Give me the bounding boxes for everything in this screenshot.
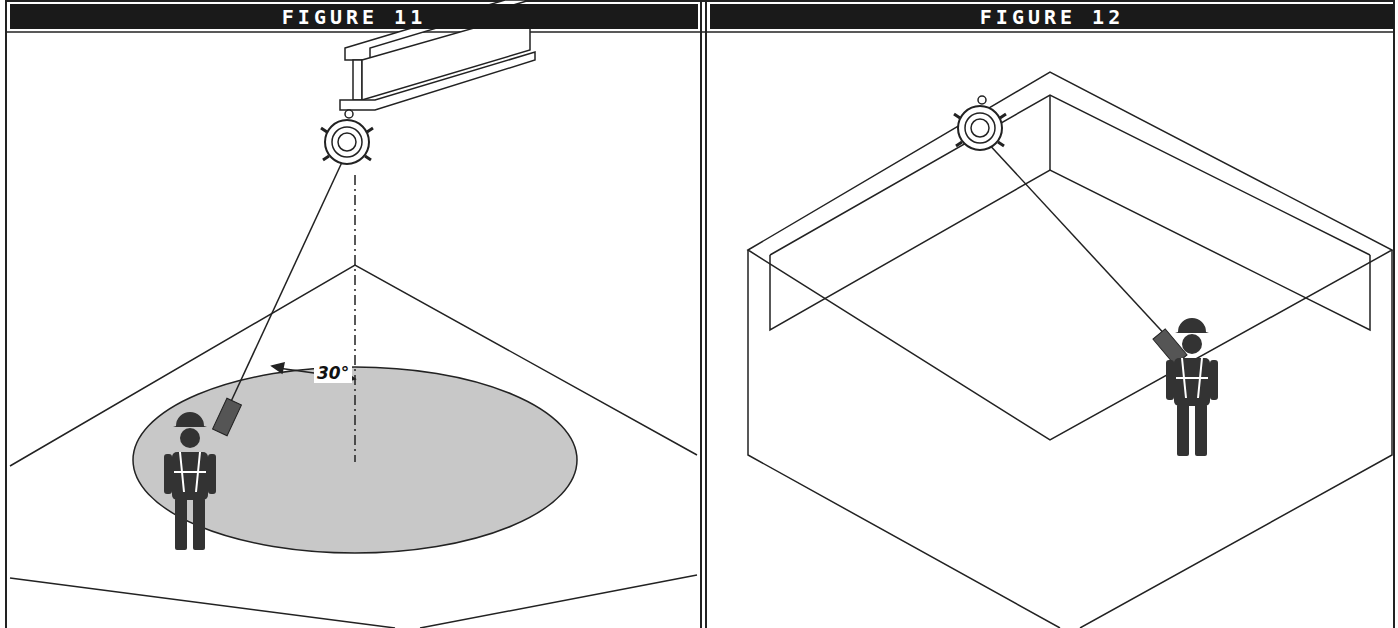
platform xyxy=(10,265,697,628)
header-text: FIGURE 11 xyxy=(282,5,426,29)
plumb-line xyxy=(354,175,356,462)
lifeline-cable xyxy=(985,140,1170,340)
enclosure xyxy=(748,72,1392,628)
figure-header: FIGURE 12 xyxy=(710,4,1394,29)
angle-label: 30° xyxy=(314,363,352,383)
figure-header: FIGURE 11 xyxy=(10,4,698,29)
angle-dimension xyxy=(272,363,355,382)
snap-hook xyxy=(213,398,242,436)
header-text: FIGURE 12 xyxy=(980,5,1124,29)
